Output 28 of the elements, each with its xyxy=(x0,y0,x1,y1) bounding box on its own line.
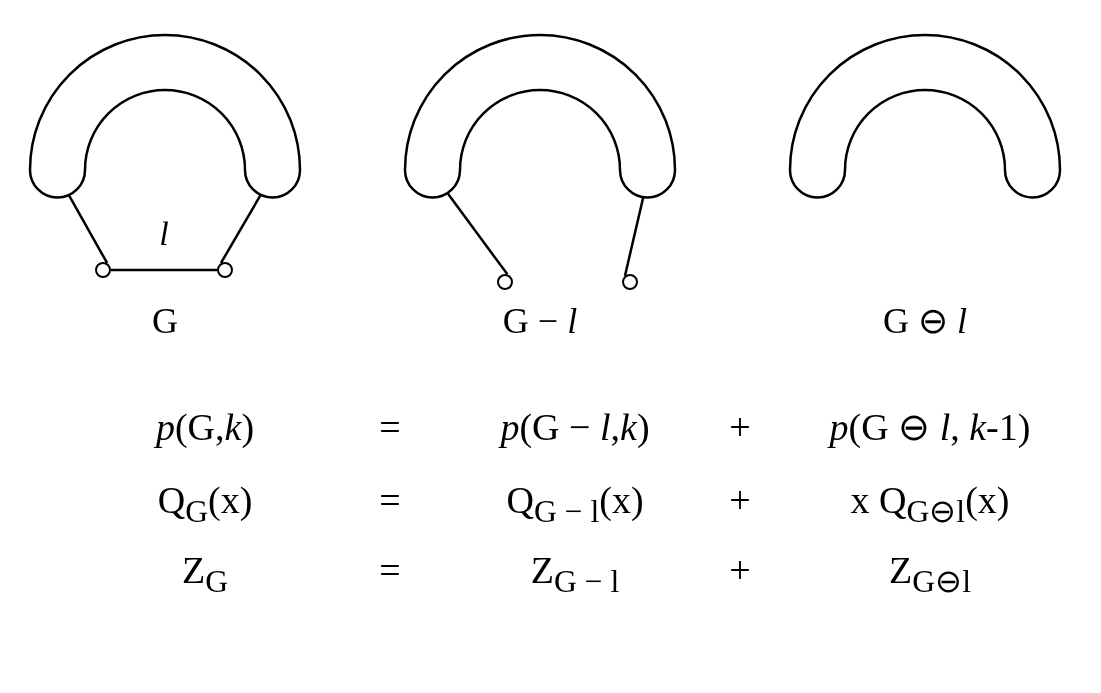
graph-edge xyxy=(111,268,217,272)
math-expression: x Q$_{G⊖l}$(x) xyxy=(850,478,1010,530)
graph-edge xyxy=(219,194,262,264)
graph-name: G − l xyxy=(502,300,578,342)
equals-sign: = xyxy=(379,405,401,449)
edge-label: l xyxy=(159,215,169,253)
vertex-circle xyxy=(217,262,233,278)
graph-name: G xyxy=(152,300,178,342)
graph-name: G ⊖ l xyxy=(883,300,967,342)
math-expression: p(G ⊖ l, k-1) xyxy=(829,405,1031,449)
graph-edge xyxy=(446,192,509,276)
math-expression: p(G,k) xyxy=(155,405,255,449)
math-expression: Z$_{G}$ xyxy=(181,548,229,600)
math-expression: Z$_{G⊖l}$ xyxy=(889,548,971,600)
equals-sign: = xyxy=(379,478,401,522)
math-expression: Q$_{G − l}$(x) xyxy=(506,478,644,530)
vertex-circle xyxy=(622,274,638,290)
plus-sign: + xyxy=(729,548,751,592)
vertex-circle xyxy=(95,262,111,278)
plus-sign: + xyxy=(729,478,751,522)
math-expression: p(G − l,k) xyxy=(500,405,650,449)
graph-edge xyxy=(623,196,645,277)
graph-edge xyxy=(67,194,109,264)
plus-sign: + xyxy=(729,405,751,449)
math-expression: Z$_{G − l}$ xyxy=(530,548,620,600)
equals-sign: = xyxy=(379,548,401,592)
vertex-circle xyxy=(497,274,513,290)
math-expression: Q$_{G}$(x) xyxy=(157,478,253,530)
